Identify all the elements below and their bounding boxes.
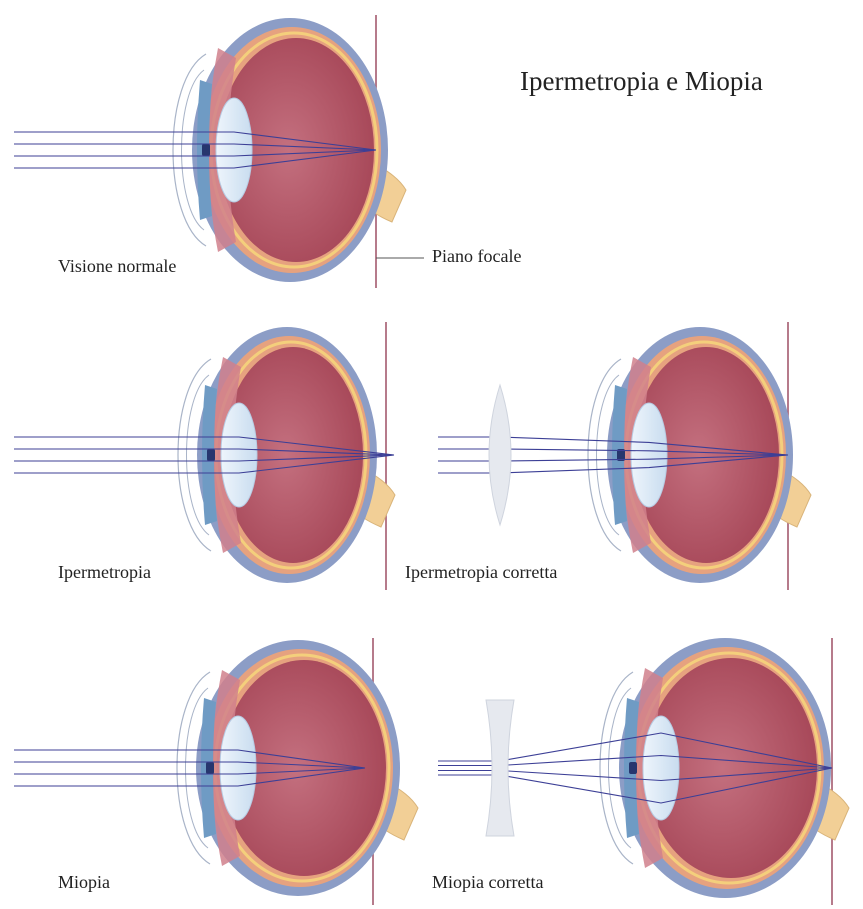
label-normal-vision: Visione normale <box>58 256 176 277</box>
pupil <box>629 762 637 774</box>
eye-diagram-hyperopia-corrected <box>438 322 811 590</box>
crystalline-lens <box>631 403 667 507</box>
concave-lens-shape <box>486 700 514 836</box>
crystalline-lens <box>221 403 257 507</box>
crystalline-lens <box>216 98 252 202</box>
convex-lens <box>489 385 511 525</box>
pupil <box>206 762 214 774</box>
figure-title: Ipermetropia e Miopia <box>520 66 763 97</box>
label-focal-plane: Piano focale <box>432 246 521 267</box>
crystalline-lens <box>220 716 256 820</box>
eye-diagram-normal <box>14 15 424 288</box>
pupil <box>202 144 210 156</box>
label-myopia-corrected: Miopia corretta <box>432 872 543 893</box>
crystalline-lens <box>643 716 679 820</box>
label-hyperopia-corrected: Ipermetropia corretta <box>405 562 557 583</box>
eye-diagram-myopia-corrected <box>438 638 849 905</box>
convex-lens-shape <box>489 385 511 525</box>
label-hyperopia: Ipermetropia <box>58 562 151 583</box>
pupil <box>207 449 215 461</box>
label-myopia: Miopia <box>58 872 110 893</box>
eye-diagram-hyperopia <box>14 322 395 590</box>
concave-lens <box>486 700 514 836</box>
eye-diagram-myopia <box>14 638 418 905</box>
